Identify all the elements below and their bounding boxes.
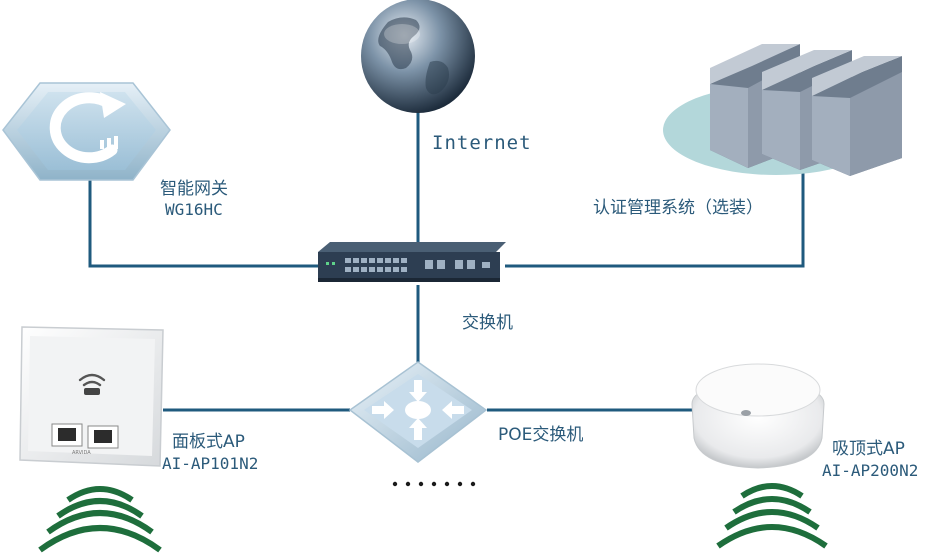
- panel-ap-icon: ARVIDA: [19, 326, 164, 467]
- poe-switch-icon: [348, 361, 488, 463]
- panel-ap-model: AI-AP101N2: [162, 454, 259, 473]
- poe-label: POE交换机: [498, 425, 584, 445]
- switch-icon: [318, 242, 506, 282]
- link-switch-auth: [505, 165, 805, 268]
- panel-ap-label: 面板式AP: [172, 432, 245, 452]
- gateway-icon: [2, 82, 171, 181]
- ceiling-ap-model: AI-AP200N2: [822, 461, 919, 480]
- ceiling-ap-icon: [691, 363, 825, 469]
- ceiling-ap-label: 吸顶式AP: [832, 439, 905, 459]
- server-3: [812, 56, 902, 176]
- more-devices-dots: [392, 481, 476, 487]
- wifi-signal-icon-2: [716, 483, 828, 549]
- gateway-model: WG16HC: [165, 200, 223, 219]
- link-gateway-switch: [88, 180, 318, 268]
- panel-ap-brand: ARVIDA: [72, 450, 91, 456]
- globe-icon: [361, 0, 475, 113]
- gateway-label: 智能网关: [160, 179, 228, 199]
- server-icon: [663, 44, 902, 176]
- wifi-signal-icon: [38, 486, 162, 553]
- links: [88, 100, 805, 412]
- auth-label: 认证管理系统（选装）: [593, 198, 763, 218]
- switch-label: 交换机: [462, 313, 513, 333]
- internet-label: Internet: [432, 132, 532, 154]
